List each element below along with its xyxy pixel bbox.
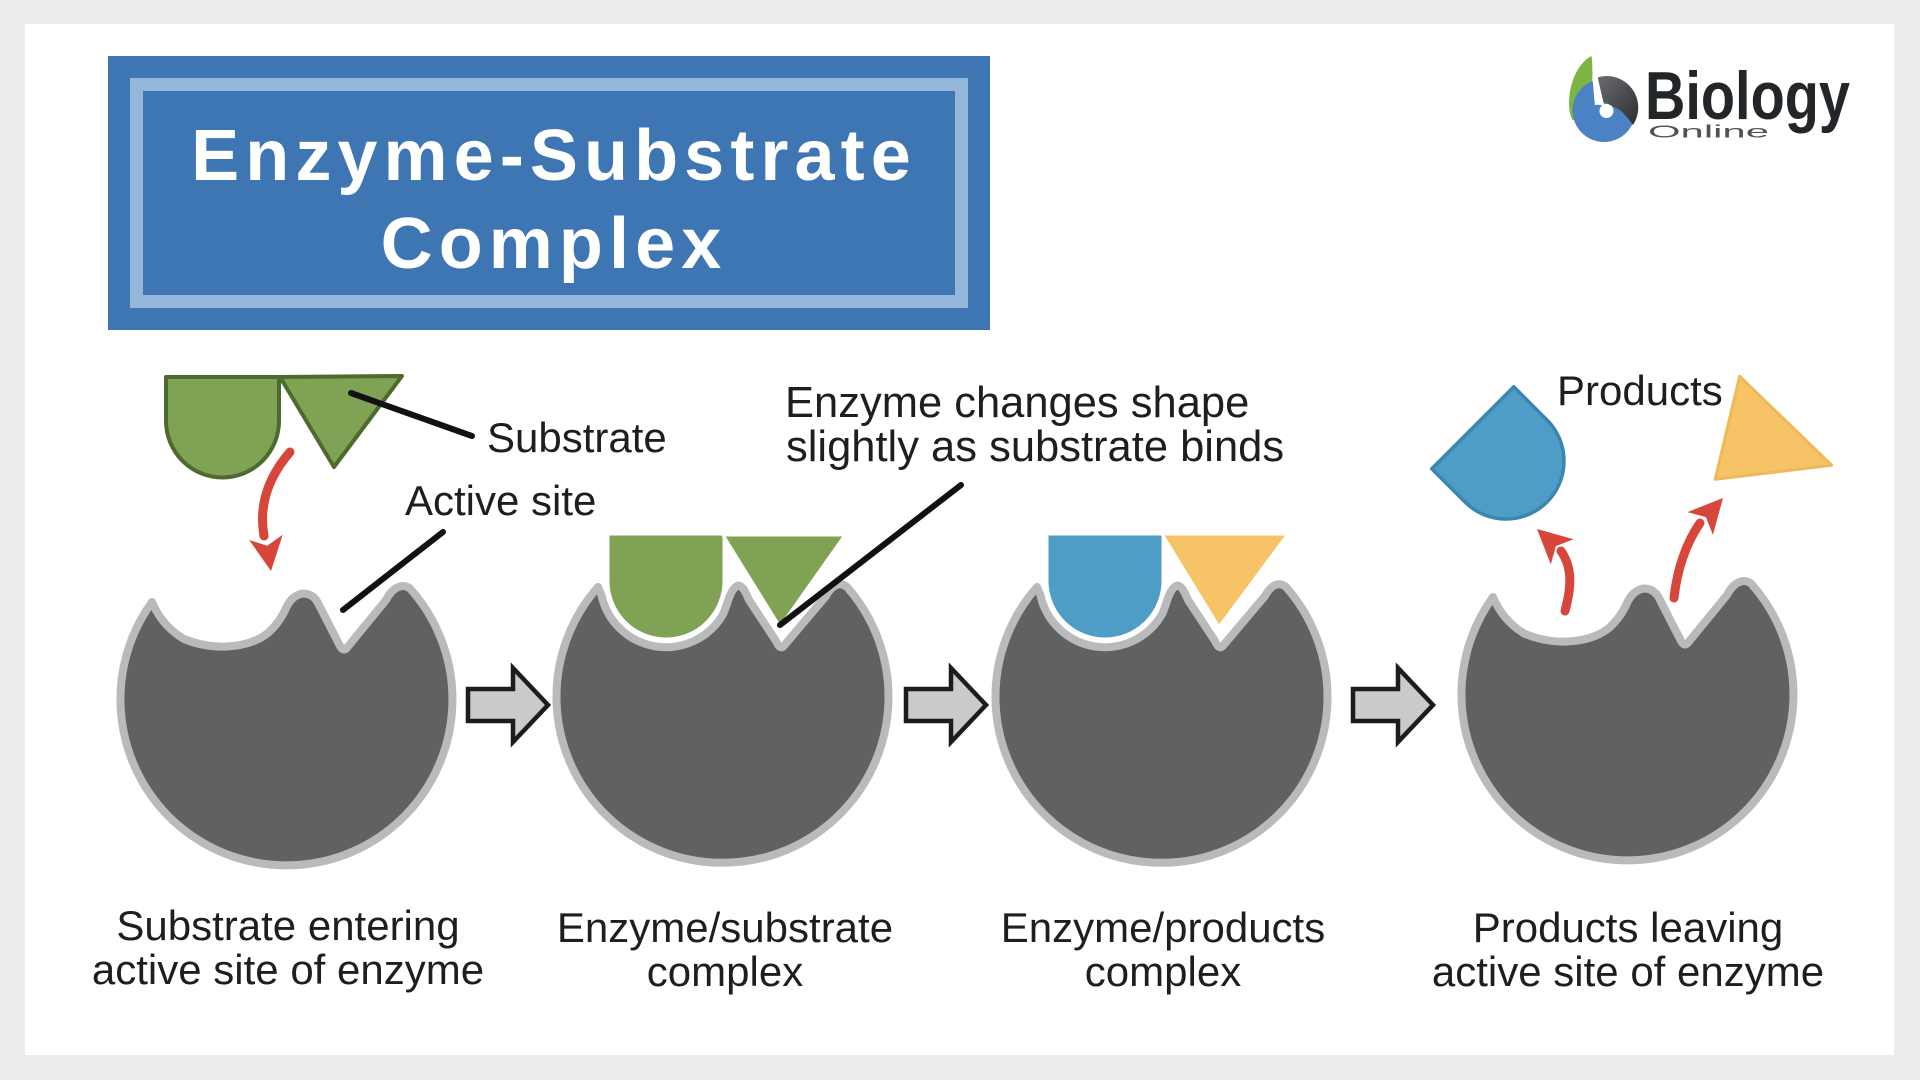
svg-text:active site of enzyme: active site of enzyme: [92, 946, 484, 993]
svg-text:Enzyme changes shape: Enzyme changes shape: [785, 379, 1249, 427]
svg-text:slightly as substrate binds: slightly as substrate binds: [786, 423, 1284, 471]
svg-text:active site of enzyme: active site of enzyme: [1432, 948, 1824, 995]
svg-text:Online: Online: [1648, 122, 1769, 142]
svg-text:Enzyme/products: Enzyme/products: [1001, 904, 1325, 951]
svg-text:Biology: Biology: [1645, 58, 1850, 134]
svg-text:complex: complex: [1085, 948, 1241, 995]
svg-text:complex: complex: [647, 948, 803, 995]
svg-text:Products: Products: [1557, 367, 1723, 414]
svg-text:Products leaving: Products leaving: [1473, 904, 1784, 951]
svg-text:Active site: Active site: [405, 477, 596, 524]
svg-text:Enzyme/substrate: Enzyme/substrate: [557, 904, 893, 951]
svg-text:Substrate entering: Substrate entering: [116, 902, 459, 949]
svg-text:Substrate: Substrate: [487, 414, 667, 461]
